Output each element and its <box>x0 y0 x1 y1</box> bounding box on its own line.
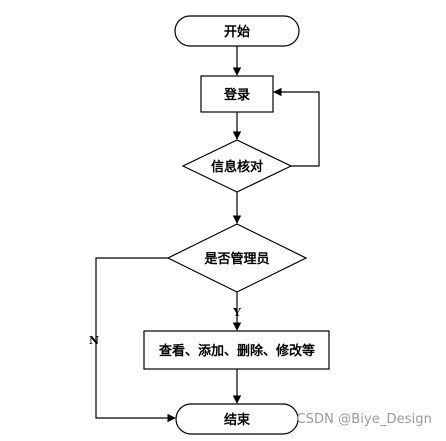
no-branch-label: N <box>89 334 99 347</box>
arrow-admin-no-to-end <box>95 257 176 423</box>
end-terminator <box>175 403 299 435</box>
actions-process-box <box>143 330 330 370</box>
login-label: 登录 <box>223 87 250 103</box>
arrow-verify-loop-to-login <box>273 87 320 167</box>
csdn-watermark: CSDN @Biye_Design <box>296 412 432 427</box>
end-label: 结束 <box>224 412 251 428</box>
yes-branch-label: Y <box>232 306 241 319</box>
admin-label: 是否管理员 <box>203 251 269 267</box>
start-label: 开始 <box>224 24 250 40</box>
login-process-box <box>200 75 274 113</box>
verify-label: 信息核对 <box>211 159 263 175</box>
actions-label: 查看、添加、删除、修改等 <box>158 343 315 359</box>
